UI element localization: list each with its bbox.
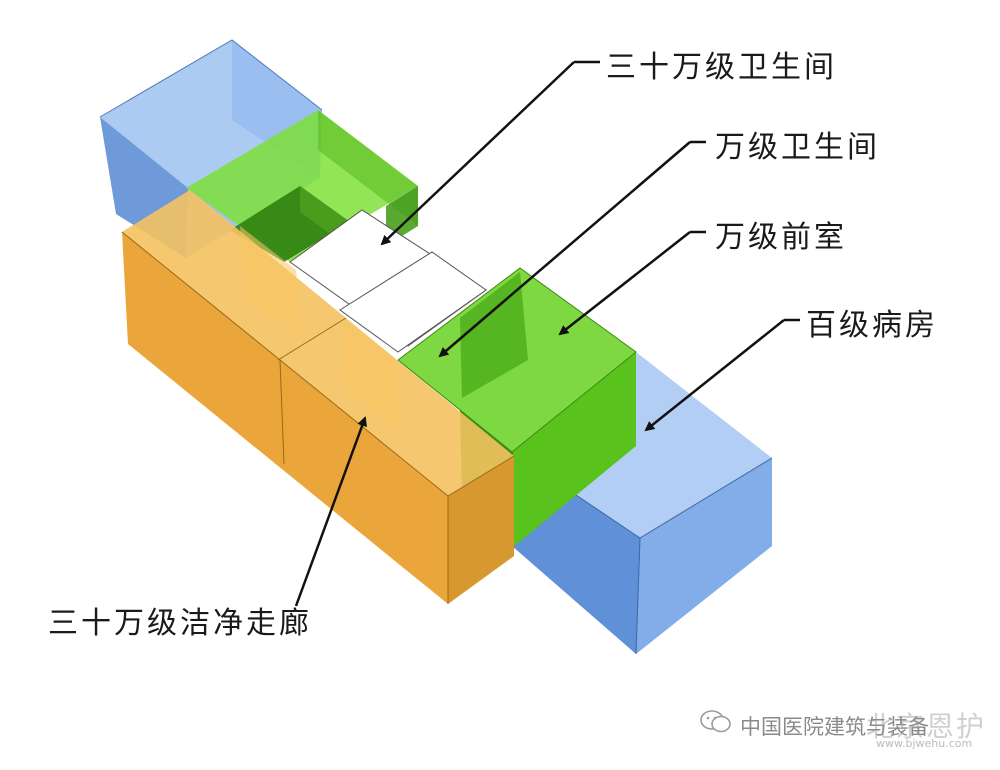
watermark-text: 中国医院建筑与装备 — [740, 715, 929, 739]
watermark: 中国医院建筑与装备 北京恩护 www.bjwehu.com — [700, 703, 990, 753]
orange-corridor — [121, 190, 515, 604]
label-top-toilet: 三十万级卫生间 — [606, 50, 837, 85]
label-toilet-10k: 万级卫生间 — [715, 130, 880, 165]
wechat-icon — [700, 709, 732, 735]
watermark-url: www.bjwehu.com — [876, 737, 973, 750]
label-ward-100: 百级病房 — [806, 308, 938, 343]
label-anteroom-10k: 万级前室 — [715, 220, 847, 255]
callout-corridor — [294, 416, 367, 607]
label-corridor-300k: 三十万级洁净走廊 — [48, 606, 312, 641]
white-connector — [289, 209, 487, 353]
callout-lines — [294, 60, 800, 607]
watermark-overlay-text: 北京恩护 — [866, 710, 987, 743]
